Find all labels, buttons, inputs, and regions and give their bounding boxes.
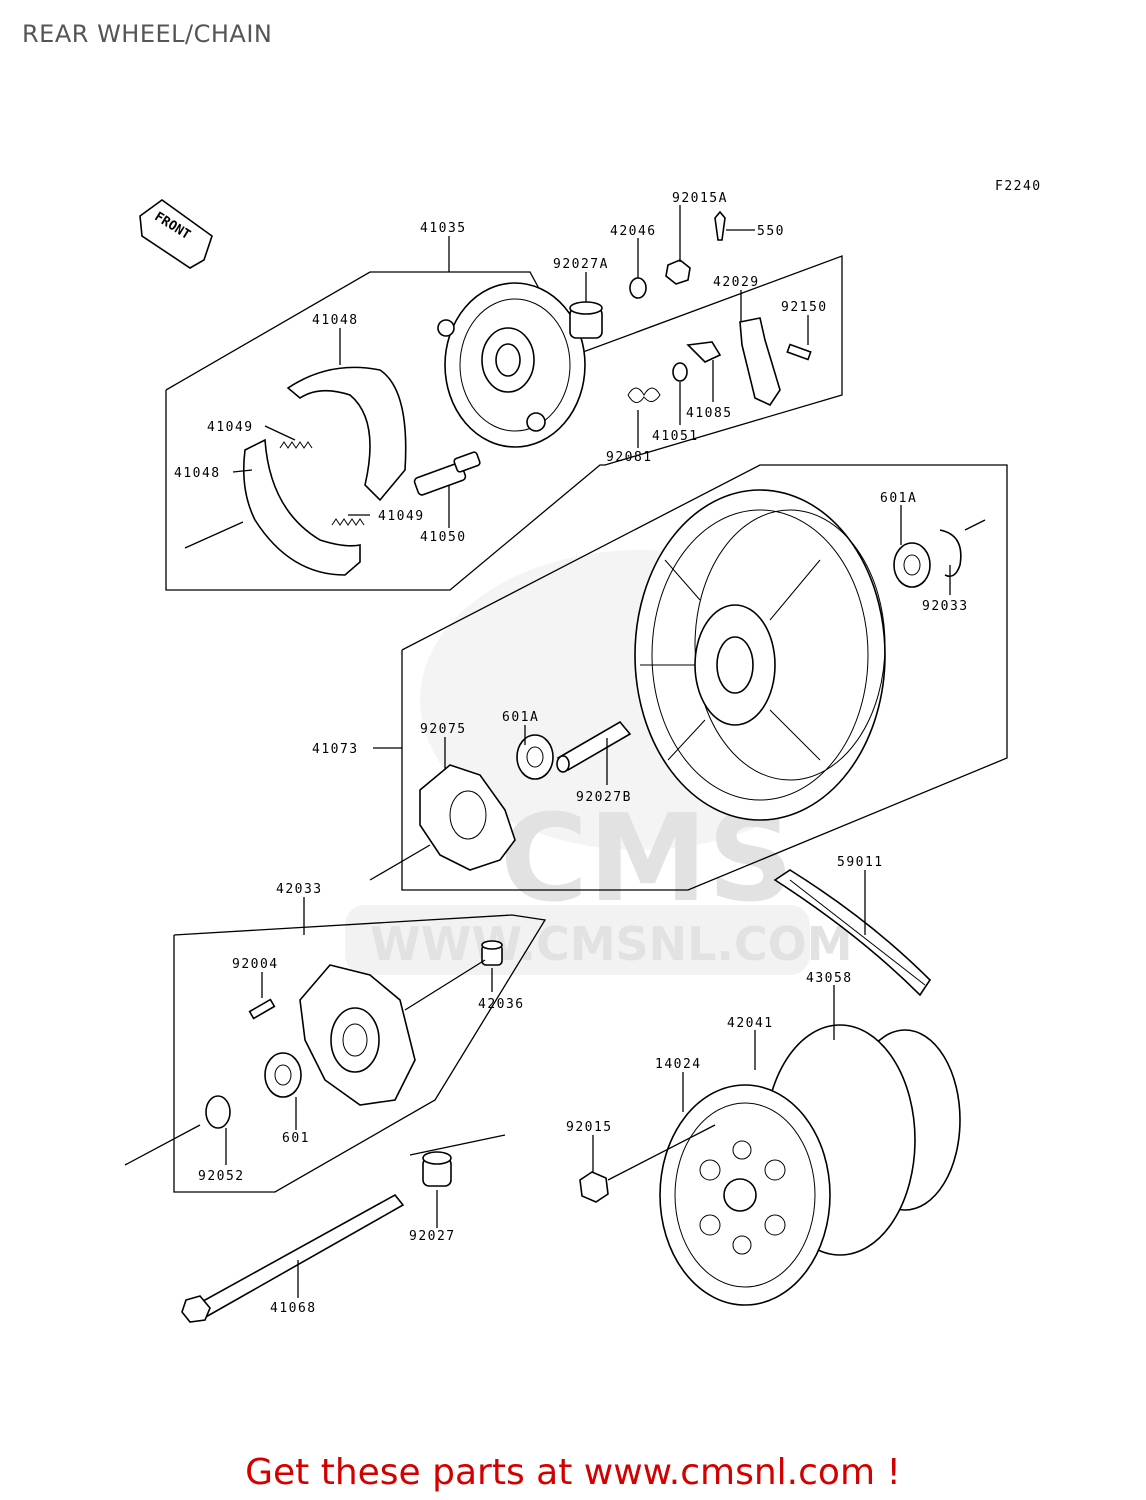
watermark-url: WWW.CMSNL.COM bbox=[370, 917, 853, 971]
spring-upper-part bbox=[279, 441, 313, 449]
part-label-92027b[interactable]: 92027B bbox=[576, 790, 632, 805]
part-label-601a-mid[interactable]: 601A bbox=[502, 710, 539, 725]
bearing-601a-mid-part bbox=[516, 734, 554, 780]
part-label-14024[interactable]: 14024 bbox=[655, 1057, 702, 1072]
spring-lower-part bbox=[331, 518, 365, 526]
collar-92027a-part bbox=[569, 301, 603, 339]
part-label-92027a[interactable]: 92027A bbox=[553, 257, 609, 272]
part-label-59011[interactable]: 59011 bbox=[837, 855, 884, 870]
washer-42046-part bbox=[629, 277, 647, 299]
part-label-42029[interactable]: 42029 bbox=[713, 275, 760, 290]
figure-code: F2240 bbox=[995, 179, 1042, 194]
part-label-41048-upper[interactable]: 41048 bbox=[312, 313, 359, 328]
bearing-601-part bbox=[264, 1052, 302, 1098]
part-label-41049-upper[interactable]: 41049 bbox=[207, 420, 254, 435]
part-label-92004[interactable]: 92004 bbox=[232, 957, 279, 972]
collar-92027b-part bbox=[556, 720, 632, 773]
part-label-92081[interactable]: 92081 bbox=[606, 450, 653, 465]
part-label-92015[interactable]: 92015 bbox=[566, 1120, 613, 1135]
wear-indicator-part bbox=[686, 341, 722, 363]
part-label-41068[interactable]: 41068 bbox=[270, 1301, 317, 1316]
leader-lines bbox=[225, 205, 951, 1298]
bearing-601a-top-part bbox=[893, 542, 931, 588]
part-label-92075[interactable]: 92075 bbox=[420, 722, 467, 737]
part-label-92052[interactable]: 92052 bbox=[198, 1169, 245, 1184]
sprocket-coupling-part bbox=[299, 964, 416, 1106]
brake-shoe-lower-part bbox=[242, 438, 361, 576]
exploded-parts-diagram: CMS WWW.CMSNL.COM F2240 FRONT bbox=[124, 179, 1042, 1323]
cotter-pin-part bbox=[714, 210, 726, 241]
part-label-41035[interactable]: 41035 bbox=[420, 221, 467, 236]
part-label-42033[interactable]: 42033 bbox=[276, 882, 323, 897]
part-label-550[interactable]: 550 bbox=[757, 224, 785, 239]
brake-lever-part bbox=[739, 317, 781, 407]
collar-42036-part bbox=[481, 940, 503, 966]
part-label-41049-lower[interactable]: 41049 bbox=[378, 509, 425, 524]
part-label-92027[interactable]: 92027 bbox=[409, 1229, 456, 1244]
part-label-92033[interactable]: 92033 bbox=[922, 599, 969, 614]
part-label-41073[interactable]: 41073 bbox=[312, 742, 359, 757]
brake-cam-part bbox=[413, 451, 481, 496]
nut-92015-part bbox=[579, 1171, 609, 1203]
part-label-92150[interactable]: 92150 bbox=[781, 300, 828, 315]
collar-92027-part bbox=[422, 1151, 452, 1187]
rear-wheel-part bbox=[634, 489, 886, 821]
brake-panel-part bbox=[437, 282, 586, 448]
part-label-41048-lower[interactable]: 41048 bbox=[174, 466, 221, 481]
bolt-92150-part bbox=[786, 343, 812, 361]
part-labels: 41035 92015A 550 42046 92027A 42029 9215… bbox=[174, 191, 969, 1316]
brake-shoe-upper-part bbox=[286, 366, 407, 502]
nut-92015a-part bbox=[665, 259, 691, 285]
hub-damper-part bbox=[419, 764, 516, 871]
oil-seal-92052-part bbox=[205, 1095, 231, 1129]
part-label-41050[interactable]: 41050 bbox=[420, 530, 467, 545]
return-spring-part bbox=[627, 387, 661, 403]
rear-axle-part bbox=[181, 1193, 405, 1323]
part-label-43058[interactable]: 43058 bbox=[806, 971, 853, 986]
part-label-41051[interactable]: 41051 bbox=[652, 429, 699, 444]
page-title: REAR WHEEL/CHAIN bbox=[22, 20, 273, 48]
part-label-42046[interactable]: 42046 bbox=[610, 224, 657, 239]
part-label-92015a[interactable]: 92015A bbox=[672, 191, 728, 206]
front-arrow-icon: FRONT bbox=[139, 199, 213, 269]
stud-92004-part bbox=[248, 998, 276, 1020]
drive-belt-part bbox=[773, 869, 932, 997]
part-label-601a-top[interactable]: 601A bbox=[880, 491, 917, 506]
seal-41051-part bbox=[672, 362, 688, 382]
rear-pulley-part bbox=[659, 1024, 961, 1306]
footer-parts-link[interactable]: Get these parts at www.cmsnl.com ! bbox=[245, 1452, 901, 1493]
part-label-42041[interactable]: 42041 bbox=[727, 1016, 774, 1031]
part-label-42036[interactable]: 42036 bbox=[478, 997, 525, 1012]
part-label-601[interactable]: 601 bbox=[282, 1131, 310, 1146]
part-label-41085[interactable]: 41085 bbox=[686, 406, 733, 421]
